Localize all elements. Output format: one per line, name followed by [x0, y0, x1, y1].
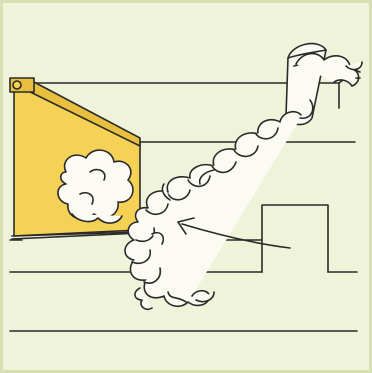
awning-roller-icon [13, 81, 21, 89]
doorway [262, 205, 328, 272]
